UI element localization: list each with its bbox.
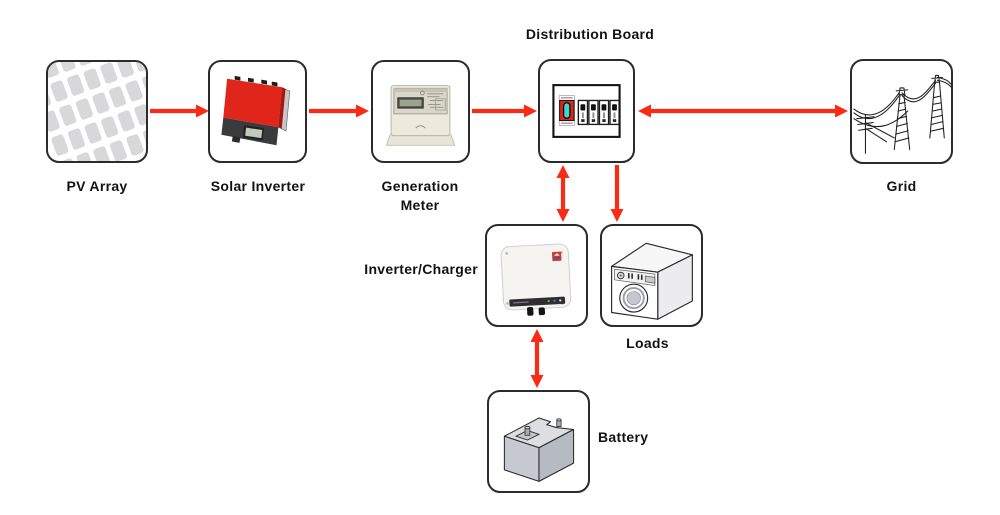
generation-meter-icon bbox=[385, 84, 456, 146]
inverter-charger-node bbox=[485, 224, 588, 327]
arrow-meter-to-distribution-board bbox=[472, 104, 537, 118]
distribution-board-node bbox=[538, 59, 635, 163]
grid-icon bbox=[853, 74, 951, 154]
generation-meter-node bbox=[371, 60, 470, 163]
loads-icon bbox=[611, 242, 693, 320]
pv-array-icon bbox=[48, 62, 146, 161]
pv-array-label: PV Array bbox=[66, 178, 128, 194]
solar-inverter-node bbox=[208, 60, 307, 163]
loads-node bbox=[600, 224, 703, 327]
distribution-board-label: Distribution Board bbox=[525, 26, 655, 42]
arrow-inverter-charger-battery bbox=[530, 329, 544, 388]
solar-inverter-icon bbox=[221, 75, 291, 146]
distribution-board-icon bbox=[552, 84, 621, 138]
arrow-distribution-board-grid bbox=[638, 104, 848, 118]
arrow-distribution-board-to-loads bbox=[610, 165, 624, 222]
arrow-solar-inverter-to-meter bbox=[309, 104, 369, 118]
battery-icon bbox=[503, 417, 575, 482]
arrow-distribution-board-inverter-charger bbox=[556, 165, 570, 222]
inverter-charger-label: Inverter/Charger bbox=[364, 261, 478, 277]
arrow-pv-to-solar-inverter bbox=[150, 104, 209, 118]
generation-meter-label: Generation Meter bbox=[381, 178, 459, 213]
grid-label: Grid bbox=[886, 178, 917, 194]
battery-label: Battery bbox=[598, 429, 649, 445]
grid-node bbox=[850, 59, 953, 164]
loads-label: Loads bbox=[626, 335, 669, 351]
pv-array-node bbox=[46, 60, 148, 163]
inverter-charger-icon bbox=[500, 243, 572, 316]
solar-inverter-label: Solar Inverter bbox=[210, 178, 306, 194]
battery-node bbox=[487, 390, 590, 493]
